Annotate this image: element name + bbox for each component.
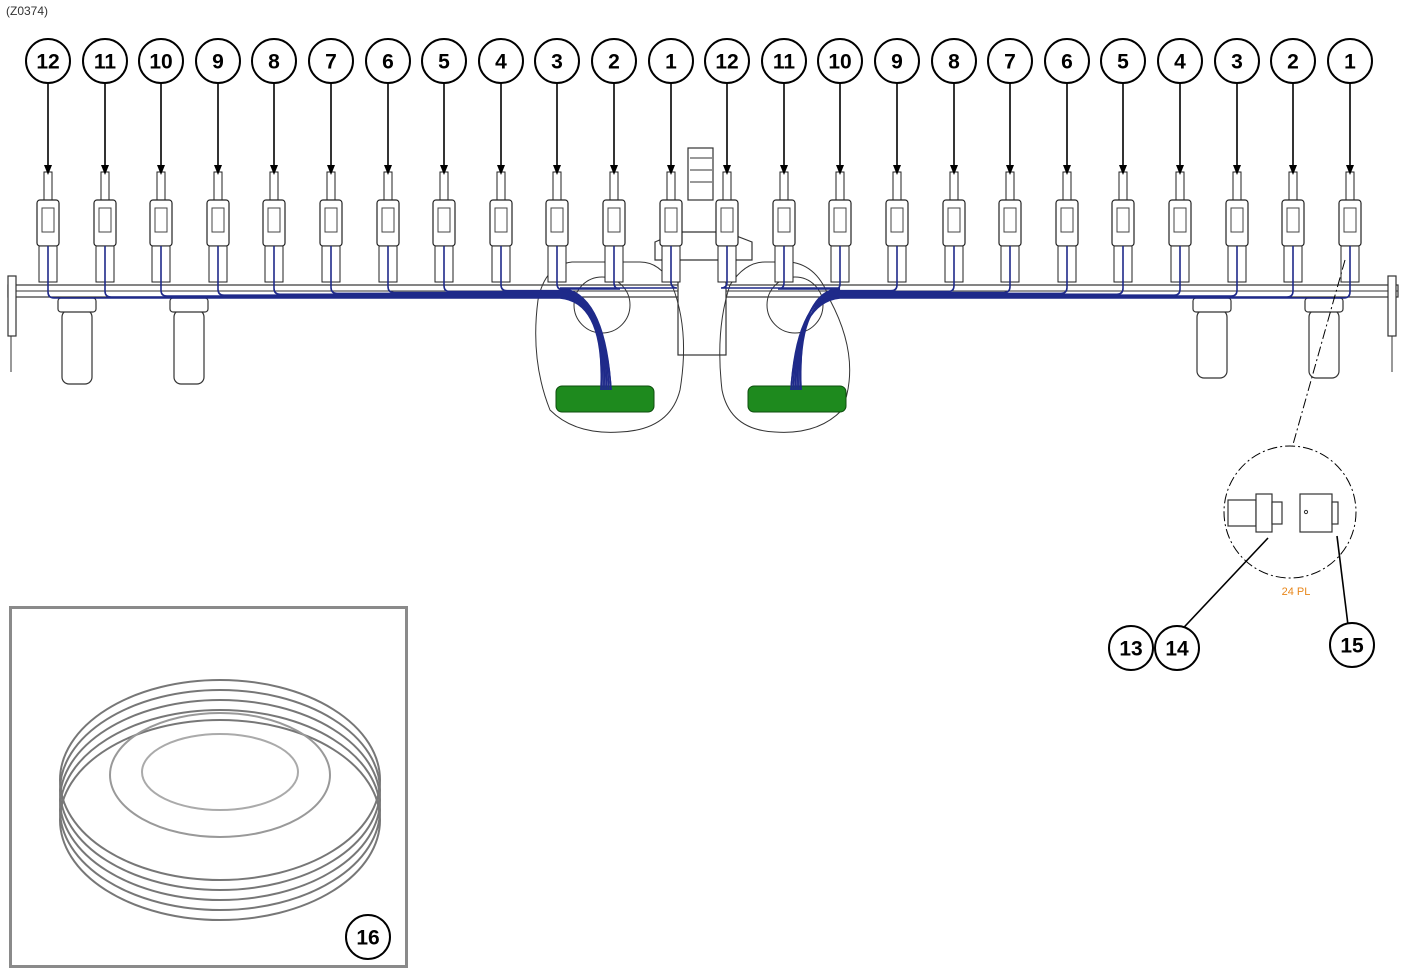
row-callout: 6 — [1044, 38, 1090, 175]
callout-15: 15 — [1329, 622, 1375, 668]
seed-hose — [330, 246, 612, 391]
seed-hose — [796, 246, 1181, 391]
row-unit — [36, 171, 60, 283]
seed-hose — [792, 246, 955, 391]
manifolds — [555, 385, 847, 413]
row-callout-number: 5 — [438, 51, 450, 74]
svg-text:16: 16 — [356, 927, 379, 950]
row-callout: 5 — [1100, 38, 1146, 175]
row-callout: 4 — [478, 38, 524, 175]
row-callout: 2 — [591, 38, 637, 175]
row-unit — [715, 171, 739, 283]
row-callout: 7 — [308, 38, 354, 175]
row-callout: 1 — [648, 38, 694, 175]
row-callout: 8 — [251, 38, 297, 175]
svg-text:14: 14 — [1165, 638, 1189, 661]
row-callout-number: 9 — [891, 51, 903, 74]
row-callout-number: 2 — [608, 51, 620, 74]
row-unit — [659, 171, 683, 283]
row-callout: 11 — [82, 38, 128, 175]
row-callout: 2 — [1270, 38, 1316, 175]
row-callout: 10 — [138, 38, 184, 175]
row-unit — [432, 171, 456, 283]
row-callout: 9 — [874, 38, 920, 175]
row-callouts: 12 11 10 9 8 7 6 5 4 3 2 1 12 11 10 9 8 7 6 5 4 3 2 1 — [25, 38, 1373, 175]
row-callout-number: 7 — [325, 51, 337, 74]
row-callout-number: 5 — [1117, 51, 1129, 74]
row-callout: 3 — [1214, 38, 1260, 175]
row-callout: 9 — [195, 38, 241, 175]
figure-code: (Z0374) — [6, 4, 49, 18]
seed-hose — [556, 246, 608, 391]
row-callout-number: 3 — [551, 51, 563, 74]
hose-coil — [59, 679, 381, 921]
row-callout: 10 — [817, 38, 863, 175]
seed-hose — [559, 246, 678, 391]
seed-hose — [798, 246, 1124, 391]
row-callout-number: 10 — [149, 51, 172, 74]
row-callout-number: 9 — [212, 51, 224, 74]
seed-hose — [443, 246, 604, 391]
row-callout: 3 — [534, 38, 580, 175]
row-callout: 8 — [931, 38, 977, 175]
row-unit — [1225, 171, 1249, 283]
row-callout-number: 6 — [382, 51, 394, 74]
row-callout-number: 12 — [715, 51, 738, 74]
seed-hose — [790, 246, 1351, 391]
row-callout: 12 — [704, 38, 750, 175]
row-callout: 4 — [1157, 38, 1203, 175]
coupler-detail — [1223, 259, 1357, 579]
hose-coil-inset — [9, 606, 408, 968]
leader-15 — [1336, 535, 1349, 626]
leader-13-14 — [1171, 537, 1269, 641]
seed-hose — [792, 246, 1294, 391]
row-unit — [319, 171, 343, 283]
row-callout: 5 — [421, 38, 467, 175]
row-callout-number: 12 — [36, 51, 59, 74]
row-callout-number: 10 — [828, 51, 851, 74]
seed-hose — [794, 246, 1238, 391]
row-unit — [1111, 171, 1135, 283]
row-callout: 11 — [761, 38, 807, 175]
gauge-wheels — [57, 297, 1344, 385]
seed-hose — [387, 246, 603, 391]
row-callout: 7 — [987, 38, 1033, 175]
row-callout-number: 4 — [1174, 51, 1186, 74]
seed-hoses — [47, 246, 1351, 391]
row-callout-number: 3 — [1231, 51, 1243, 74]
row-callout-number: 7 — [1004, 51, 1016, 74]
row-callout-number: 8 — [268, 51, 280, 74]
row-callout-number: 1 — [665, 51, 677, 74]
svg-text:15: 15 — [1340, 635, 1364, 658]
row-callout-number: 1 — [1344, 51, 1356, 74]
row-callout: 12 — [25, 38, 71, 175]
seed-hose — [799, 246, 1068, 391]
row-callout: 1 — [1327, 38, 1373, 175]
row-callout-number: 11 — [773, 51, 796, 74]
detail-note: 24 PL — [1282, 586, 1311, 598]
callout-16: 16 — [345, 914, 391, 960]
row-callout-number: 11 — [94, 51, 117, 74]
callout-13: 13 — [1108, 625, 1154, 671]
row-callout: 6 — [365, 38, 411, 175]
row-callout-number: 6 — [1061, 51, 1073, 74]
row-callout-number: 4 — [495, 51, 507, 74]
row-callout-number: 8 — [948, 51, 960, 74]
callout-14: 14 — [1154, 625, 1200, 671]
seed-hose — [559, 246, 621, 391]
seed-hose — [500, 246, 606, 391]
svg-text:13: 13 — [1119, 638, 1142, 661]
row-callout-number: 2 — [1287, 51, 1299, 74]
